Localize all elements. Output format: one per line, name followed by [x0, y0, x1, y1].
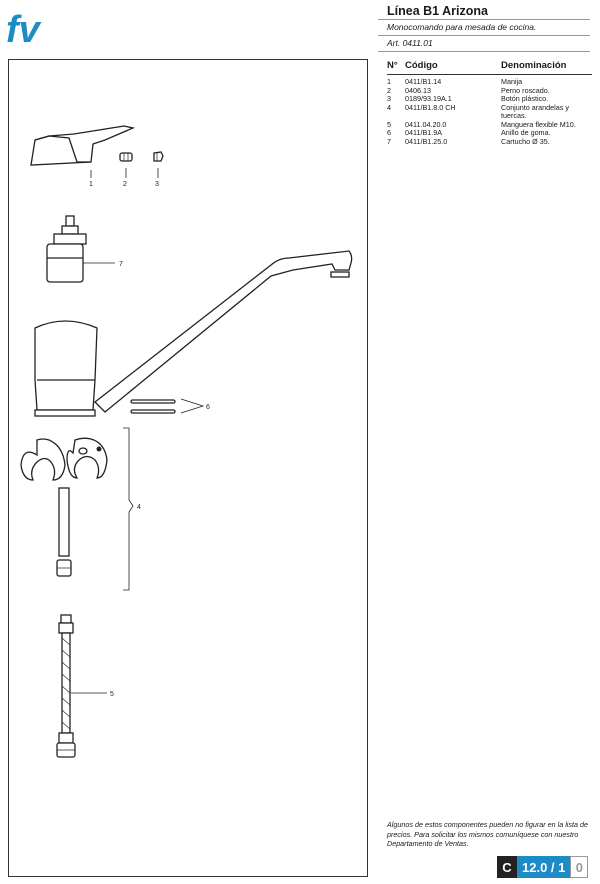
row-name: tuercas.: [501, 111, 527, 120]
parts-table-header: N° Código Denominación: [387, 60, 592, 75]
washer-nut-set-part: [20, 437, 108, 577]
row-name: Manguera flexible M10.: [501, 119, 576, 129]
handle-part: [30, 125, 136, 166]
article-number: Art. 0411.01: [387, 38, 433, 48]
parts-table: N° Código Denominación 1 0411/B1.14 Mani…: [387, 60, 592, 146]
page-code-number: 12.0 / 1: [517, 856, 571, 878]
row-number: 1: [387, 77, 391, 86]
availability-note: Algunos de estos componentes pueden no f…: [387, 820, 588, 848]
callout-2: 2: [123, 181, 127, 188]
callout-5: 5: [110, 691, 114, 698]
table-row: 7 0411/B1.25.0 Cartucho Ø 35.: [387, 136, 592, 147]
callout-4: 4: [137, 504, 141, 511]
col-name-header: Denominación: [501, 60, 567, 71]
row-name: Manija: [501, 77, 523, 86]
callout-7: 7: [119, 261, 123, 268]
table-row: 5 0411.04.20.0 Manguera flexible M10.: [387, 119, 592, 130]
row-name: Cartucho Ø 35.: [501, 136, 550, 146]
row-code: 0411/B1.14: [405, 77, 442, 86]
row-number: 3: [387, 94, 391, 103]
threaded-pin-part: [119, 152, 133, 162]
table-row: 2 0406.13 Perno roscado.: [387, 85, 592, 96]
row-number: 2: [387, 85, 391, 95]
page-code-revision: 0: [570, 856, 589, 878]
callout-1: 1: [89, 181, 93, 188]
row-code: 0411/B1.25.0: [405, 136, 448, 146]
logo-text: fv: [6, 9, 42, 48]
row-number: 4: [387, 102, 391, 112]
table-row: 3 0189/93.19A.1 Botón plástico.: [387, 94, 592, 104]
table-row: 4 0411/B1.8.0 CH Conjunto arandelas y: [387, 102, 592, 113]
header-divider: [378, 35, 590, 36]
spout-part: [94, 250, 353, 413]
row-name: Anillo de goma.: [501, 128, 551, 137]
cartridge-part: [46, 215, 87, 283]
row-code: 0411/B1.9A: [405, 128, 443, 137]
product-title: Línea B1 Arizona: [387, 4, 488, 18]
fv-logo: fv: [6, 9, 42, 48]
row-name: Botón plástico.: [501, 94, 549, 103]
page-code-letter: C: [497, 856, 517, 878]
flexible-hose-part: [56, 614, 76, 758]
table-row: 6 0411/B1.9A Anillo de goma.: [387, 128, 592, 138]
rubber-ring-part: [130, 399, 176, 414]
table-row: tuercas.: [387, 111, 592, 121]
col-code-header: Código: [405, 60, 438, 71]
row-code: 0406.13: [405, 85, 431, 95]
row-number: 6: [387, 128, 391, 137]
callout-3: 3: [155, 181, 159, 188]
faucet-body-part: [34, 320, 98, 417]
row-number: 7: [387, 136, 391, 146]
header-divider: [378, 51, 590, 52]
row-number: 5: [387, 119, 391, 129]
table-row: 1 0411/B1.14 Manija: [387, 77, 592, 87]
product-subtitle: Monocomando para mesada de cocina.: [387, 22, 537, 32]
callout-6: 6: [206, 404, 210, 411]
exploded-view-drawing: 1 2 3 7: [8, 59, 368, 877]
row-name: Perno roscado.: [501, 85, 550, 95]
row-code: 0411.04.20.0: [405, 119, 447, 129]
row-code: 0411/B1.8.0 CH: [405, 102, 456, 112]
header-divider: [378, 19, 590, 20]
row-code: 0189/93.19A.1: [405, 94, 452, 103]
plastic-button-part: [153, 151, 164, 162]
col-number-header: N°: [387, 60, 398, 71]
page-code-badge: C 12.0 / 1 0: [497, 856, 589, 878]
row-name: Conjunto arandelas y: [501, 102, 569, 112]
